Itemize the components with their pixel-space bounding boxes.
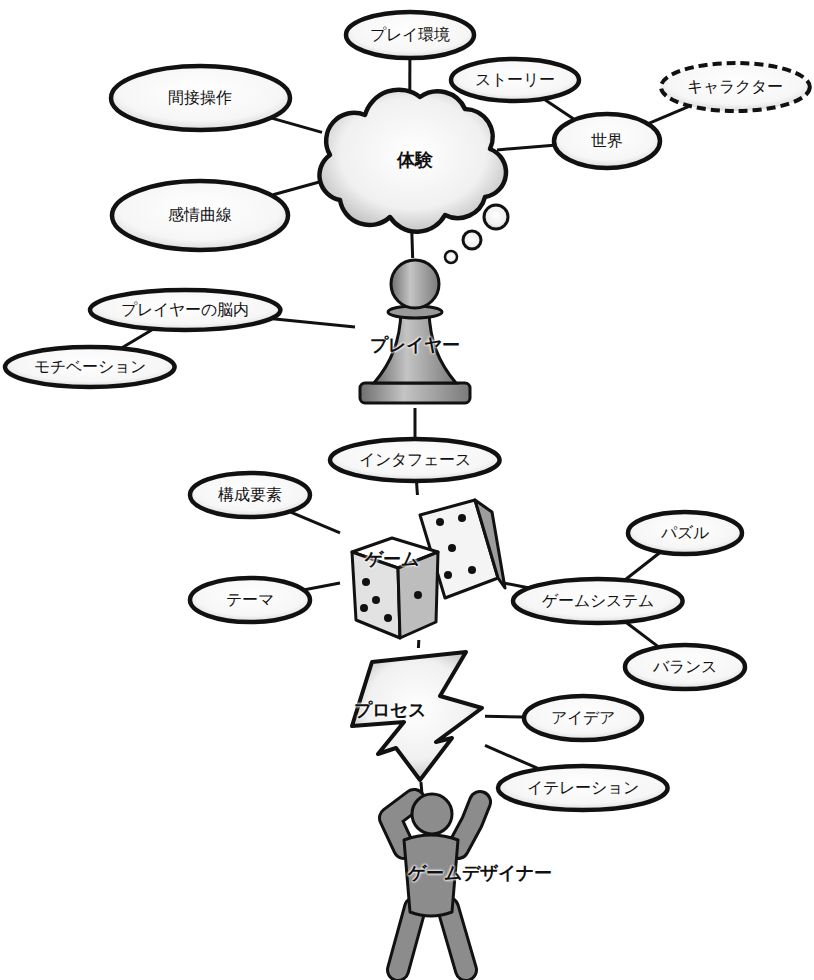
node-label: 構成要素 — [218, 485, 282, 504]
concept-ellipse: 感情曲線 — [109, 178, 291, 253]
dashed-ellipse: キャラクター — [658, 60, 813, 114]
drawing-part — [414, 591, 422, 599]
connector-line — [626, 553, 660, 579]
concept-ellipse: 構成要素 — [187, 470, 313, 520]
drawing-part — [448, 544, 456, 552]
node-label: ゲームシステム — [542, 591, 654, 610]
connector-line — [417, 640, 420, 648]
drawing-part — [360, 383, 470, 403]
node-label: 体験 — [397, 149, 433, 171]
node-label: ストーリー — [475, 70, 555, 89]
node-label: 感情曲線 — [168, 205, 232, 224]
player-pawn-art — [355, 258, 475, 408]
concept-ellipse: ゲームシステム — [510, 576, 686, 626]
drawing-part — [458, 514, 466, 522]
concept-ellipse: パズル — [625, 509, 745, 557]
node-label: ゲーム — [365, 548, 419, 570]
drawing-part — [628, 512, 742, 554]
drawing-part — [90, 290, 280, 330]
connector-line — [272, 319, 355, 327]
drawing-part — [384, 614, 392, 622]
drawing-part — [391, 260, 439, 308]
connector-line — [627, 623, 658, 647]
drawing-part — [436, 518, 444, 526]
node-label: プロセス — [354, 699, 426, 721]
thought-bubble — [445, 251, 457, 263]
node-label: プレイ環境 — [370, 25, 450, 44]
drawing-part — [475, 500, 505, 588]
node-label: アイデア — [551, 708, 615, 727]
thought-bubble — [484, 205, 508, 229]
concept-ellipse: 間接操作 — [108, 63, 293, 133]
drawing-part — [412, 794, 452, 834]
drawing-part — [524, 696, 642, 740]
drawing-part — [111, 66, 290, 130]
concept-ellipse: インタフェース — [327, 436, 503, 484]
connector-line — [408, 59, 411, 94]
player-pawn: プレイヤー — [355, 258, 475, 408]
node-label: ゲームデザイナー — [408, 862, 552, 884]
drawing-part — [498, 766, 668, 810]
connector-line — [291, 512, 340, 533]
connector-line — [485, 745, 538, 768]
drawing-part — [513, 579, 683, 623]
concept-ellipse: ストーリー — [448, 56, 582, 104]
connector-line — [497, 145, 554, 150]
connector-line — [414, 408, 417, 438]
drawing-part — [372, 596, 380, 604]
designer-figure-art — [340, 795, 520, 975]
concept-ellipse: イテレーション — [495, 763, 671, 813]
connector-line — [505, 583, 528, 587]
drawing-part — [451, 59, 579, 101]
drawing-part — [190, 473, 310, 517]
concept-ellipse: プレイヤーの脳内 — [87, 287, 283, 333]
connector-line — [273, 181, 322, 195]
connector-line — [272, 118, 322, 132]
connector-line — [545, 100, 574, 119]
connector-line — [122, 330, 152, 348]
drawing-part — [554, 114, 660, 168]
concept-ellipse: 世界 — [551, 111, 663, 171]
game-dice: ゲーム — [340, 495, 505, 640]
node-label: バランス — [653, 657, 717, 676]
drawing-part — [352, 652, 482, 780]
node-label: 間接操作 — [168, 88, 232, 107]
connector-line — [305, 583, 340, 590]
concept-ellipse: テーマ — [187, 575, 313, 625]
drawing-part — [346, 12, 474, 58]
drawing-part — [112, 181, 288, 250]
thought-bubble — [463, 231, 481, 249]
node-label: プレイヤー — [370, 334, 460, 356]
drawing-part — [5, 347, 175, 387]
game-dice-art — [340, 495, 505, 640]
process-bolt: プロセス — [345, 648, 485, 782]
connector-line — [415, 482, 419, 495]
node-label: パズル — [661, 523, 709, 542]
drawing-part — [625, 645, 745, 689]
node-label: キャラクター — [687, 77, 783, 96]
concept-ellipse: プレイ環境 — [343, 9, 477, 61]
drawing-part — [360, 604, 368, 612]
drawing-part — [190, 578, 310, 622]
drawing-part — [362, 578, 370, 586]
connector-line — [485, 715, 523, 719]
drawing-part — [468, 566, 476, 574]
connector-line — [649, 107, 689, 124]
drawing-part — [330, 439, 500, 481]
drawing-part — [319, 90, 506, 232]
node-label: イテレーション — [527, 778, 639, 797]
designer-figure: ゲームデザイナー — [340, 795, 520, 975]
node-label: 世界 — [591, 131, 623, 150]
drawing-part — [444, 571, 452, 579]
concept-ellipse: バランス — [622, 642, 748, 692]
node-label: プレイヤーの脳内 — [121, 300, 249, 319]
experience-cloud: 体験 — [322, 94, 497, 220]
concept-ellipse: モチベーション — [2, 344, 178, 390]
node-label: インタフェース — [359, 450, 471, 469]
node-label: モチベーション — [34, 357, 146, 376]
drawing-part — [661, 63, 810, 111]
node-label: テーマ — [226, 590, 274, 609]
concept-ellipse: アイデア — [521, 693, 645, 743]
